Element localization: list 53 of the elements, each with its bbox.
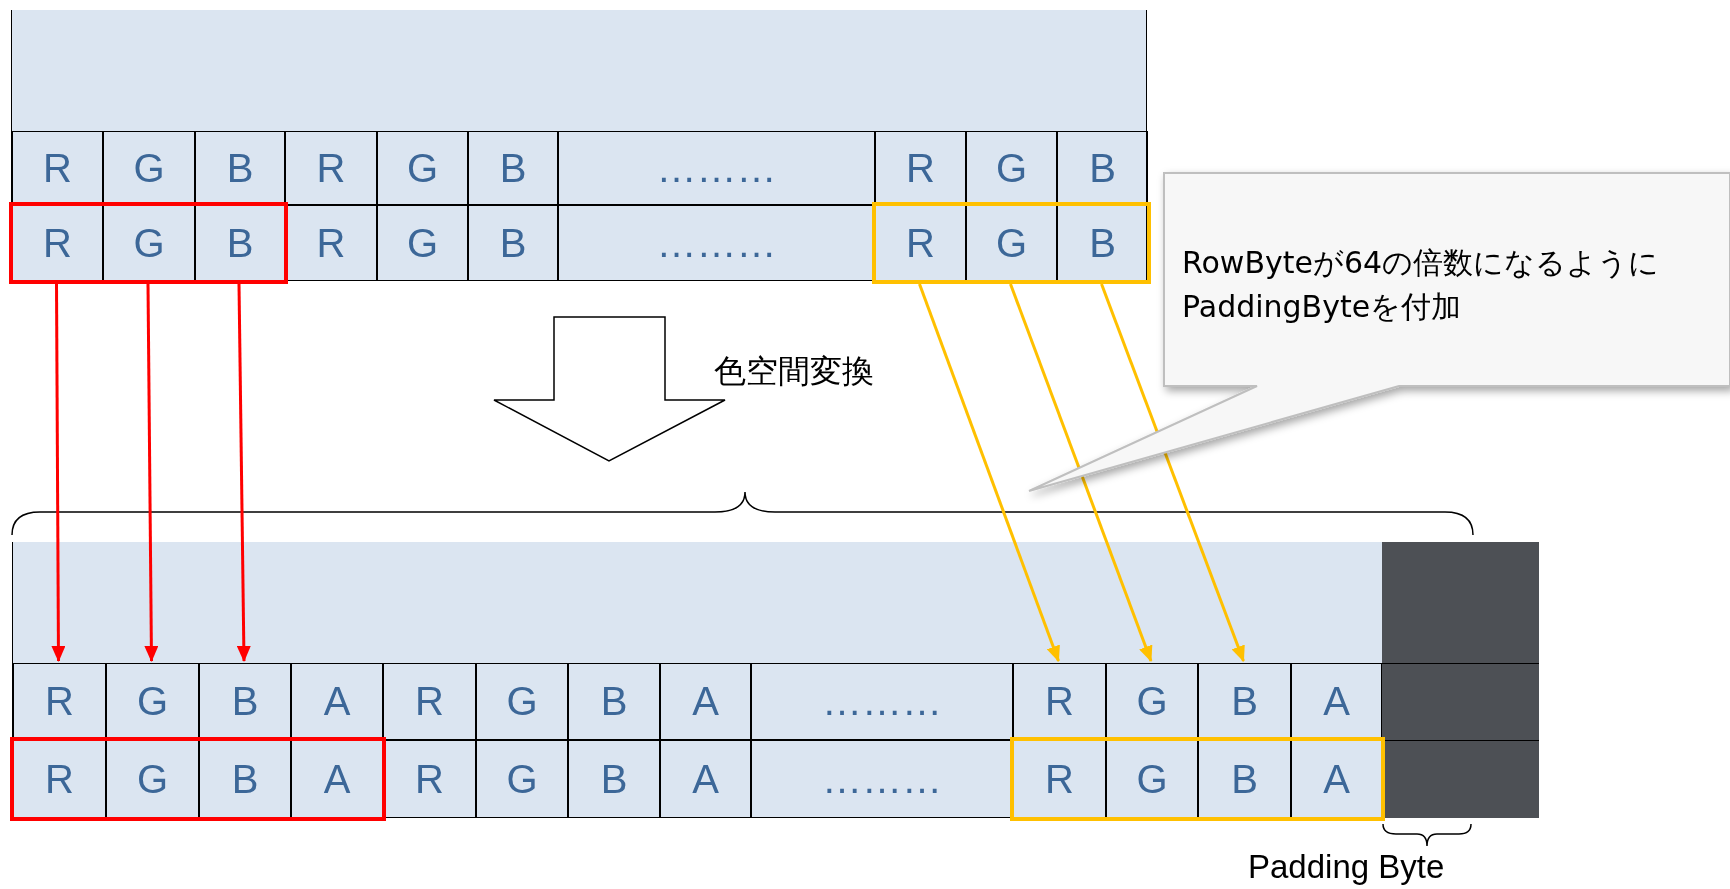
pixel-cell: R [875, 131, 966, 205]
pixel-cell: ……… [558, 205, 875, 281]
pixel-cell: R [1013, 663, 1106, 740]
arrow [51, 284, 66, 662]
pixel-cell: R [12, 131, 103, 205]
pixel-cell: G [106, 740, 199, 818]
pixel-cell: G [966, 205, 1057, 281]
brace-label: Padding Byte [1248, 848, 1445, 886]
arrow [1100, 283, 1245, 662]
pixel-cell: G [966, 131, 1057, 205]
pixel-cell: A [660, 740, 751, 818]
pixel-cell: G [1106, 663, 1198, 740]
pixel-cell: ……… [558, 131, 875, 205]
pixel-cell: G [377, 205, 468, 281]
pixel-cell: B [195, 131, 285, 205]
highlight-frame [13, 740, 383, 818]
arrow [236, 284, 251, 662]
highlight-frame [12, 205, 285, 281]
pixel-cell: G [476, 740, 568, 818]
pixel-cell: ……… [751, 663, 1013, 740]
pixel-cell: B [568, 663, 660, 740]
pixel-cell: R [383, 663, 476, 740]
pixel-cell: G [103, 131, 195, 205]
pixel-cell: R [285, 205, 377, 281]
pixel-cell: R [285, 131, 377, 205]
pixel-cell: G [1106, 740, 1198, 818]
pixel-cell: G [476, 663, 568, 740]
block-arrow [493, 316, 726, 462]
pixel-cell: G [377, 131, 468, 205]
pixel-cell: G [103, 205, 195, 281]
pixel-cell: R [383, 740, 476, 818]
pixel-cell: B [1198, 740, 1291, 818]
pixel-cell: B [199, 740, 291, 818]
pixel-cell: B [1198, 663, 1291, 740]
pixel-cell: ……… [751, 740, 1013, 818]
arrow [918, 283, 1060, 662]
pixel-cell: B [568, 740, 660, 818]
pixel-cell: B [468, 205, 558, 281]
image-panel [12, 542, 1538, 818]
pixel-cell: A [1291, 663, 1382, 740]
arrow [144, 284, 159, 662]
highlight-frame [1013, 740, 1382, 818]
pixel-cell: G [106, 663, 199, 740]
arrow [1009, 283, 1153, 662]
callout-text: RowByteが64の倍数になるようにPaddingByteを付加 [1182, 244, 1661, 326]
padding-block [1382, 542, 1539, 818]
pixel-cell: B [1057, 131, 1148, 205]
pixel-cell: A [291, 663, 383, 740]
highlight-frame [875, 205, 1148, 281]
pixel-cell: R [13, 663, 106, 740]
pixel-cell: A [660, 663, 751, 740]
pixel-cell: B [468, 131, 558, 205]
pixel-cell: B [199, 663, 291, 740]
